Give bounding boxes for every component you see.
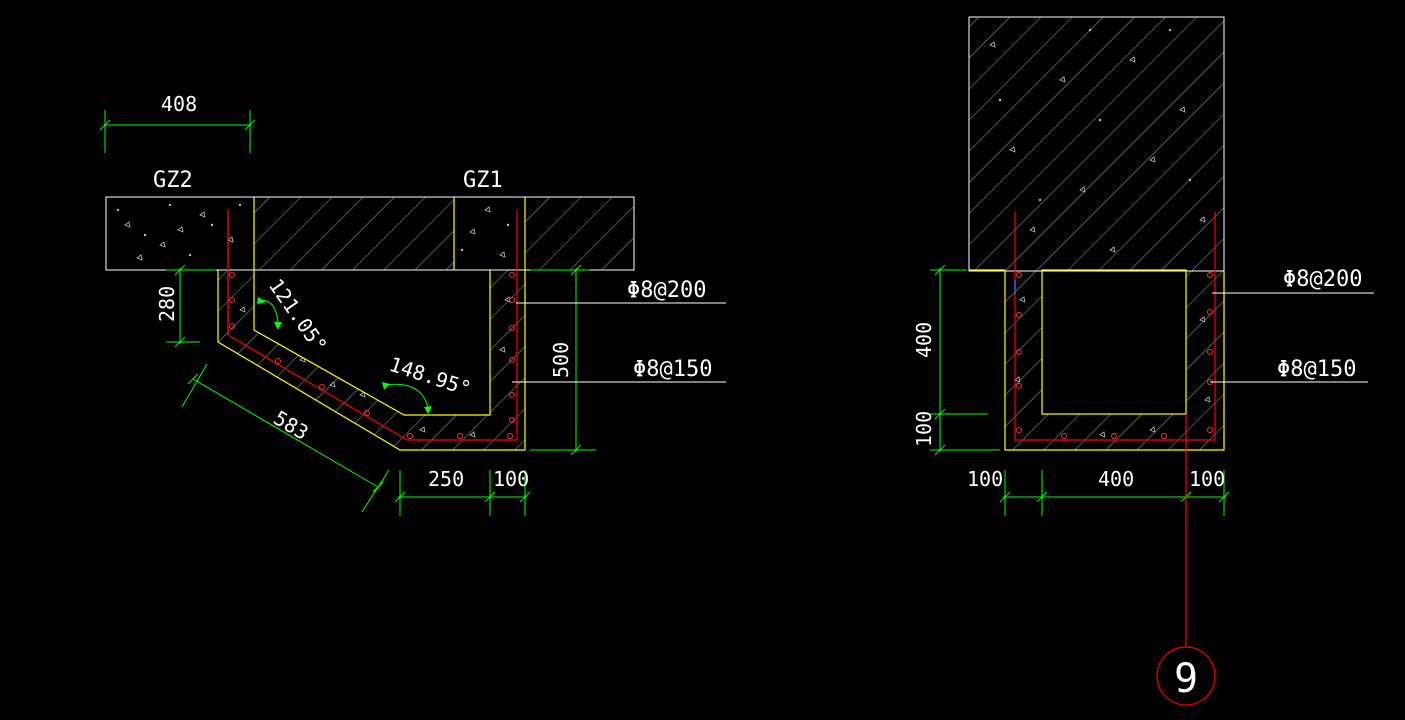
rebar-dots-left (229, 272, 515, 439)
rebar-dots-right (1016, 272, 1213, 439)
dim-top-width-text: 408 (161, 92, 197, 116)
dim-right-vertical: 400 100 (912, 264, 1000, 456)
rebar-spec-lower-right: Φ8@150 (1277, 357, 1356, 382)
dim-left-depth-text: 280 (155, 286, 179, 322)
gz2-concrete-fill (116, 203, 242, 261)
angle-lower-text: 148.95° (386, 352, 474, 401)
dim-wall-thickness-text: 100 (493, 467, 529, 491)
rebar-leader-lower-right: Φ8@150 (1210, 357, 1368, 383)
gz2-label: GZ2 (153, 168, 193, 193)
rebar-leader-upper: Φ8@200 (516, 278, 726, 304)
dim-right-height-text: 400 (912, 322, 936, 358)
wall-block (968, 16, 1225, 272)
rebar-spec-upper: Φ8@200 (627, 278, 706, 303)
right-detail: 400 100 100 400 100 Φ8@200 Φ8@150 (912, 16, 1374, 706)
dim-slope-length: 583 (181, 363, 390, 513)
gz1-label: GZ1 (463, 168, 503, 193)
dim-right-bottom-text: 100 (912, 411, 936, 447)
angle-lower: 148.95° (382, 352, 474, 414)
dim-left-depth: 280 (155, 264, 216, 348)
rebar-spec-lower: Φ8@150 (633, 357, 712, 382)
dim-bottom: 250 100 (394, 467, 531, 516)
dim-right-horizontal: 100 400 100 (967, 467, 1230, 516)
gz1-concrete-fill (460, 206, 510, 258)
rebar-spec-upper-right: Φ8@200 (1283, 267, 1362, 292)
detail-marker-number: 9 (1174, 656, 1198, 702)
left-detail: GZ2 GZ1 408 280 583 (99, 92, 726, 516)
detail-marker: 9 (1156, 414, 1216, 706)
dim-bottom-width-text: 250 (428, 467, 464, 491)
rebar-leader-upper-right: Φ8@200 (1212, 267, 1374, 294)
dim-right-depth: 500 (530, 264, 596, 456)
dim-right-depth-text: 500 (549, 342, 573, 378)
dim-right-leftwall-text: 100 (967, 467, 1003, 491)
rebar-leader-lower: Φ8@150 (512, 357, 726, 383)
slab-band (105, 196, 635, 271)
dim-top-width: 408 (99, 92, 256, 153)
rebar-outline-right (1014, 212, 1216, 441)
dim-right-inner-text: 400 (1098, 467, 1134, 491)
dim-right-rightwall-text: 100 (1189, 467, 1225, 491)
dim-slope-length-text: 583 (269, 406, 312, 445)
